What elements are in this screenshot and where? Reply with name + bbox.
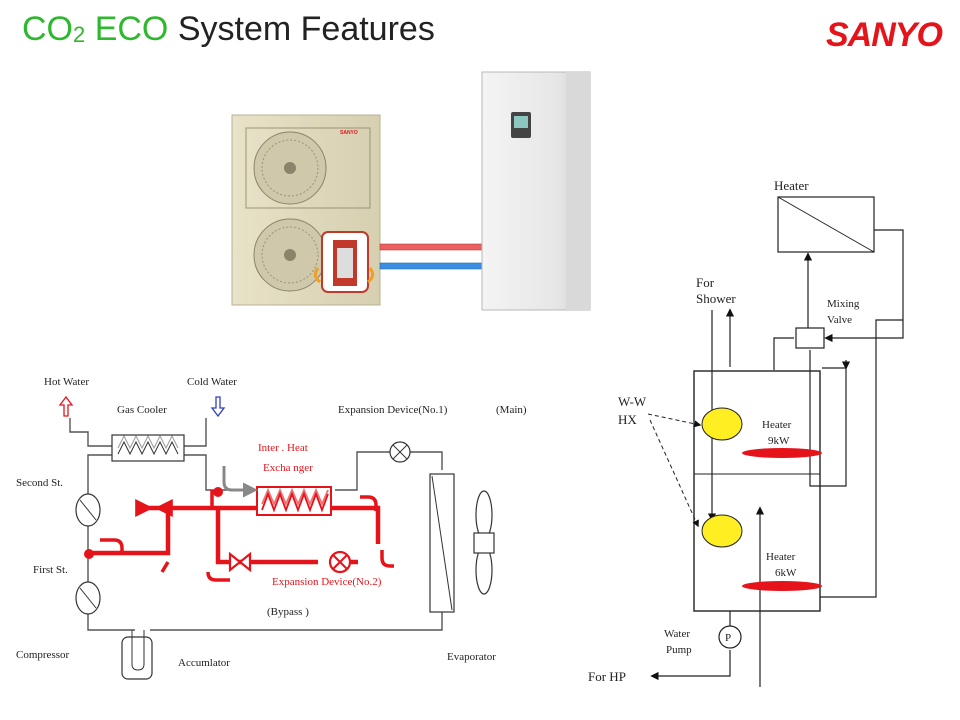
- evaporator-fan-icon: [473, 490, 495, 595]
- inter-heat-exchanger: [256, 486, 332, 516]
- label-first-stage: First St.: [33, 564, 68, 576]
- cold-pipe: [379, 262, 485, 270]
- heater-9kw-element: [742, 448, 822, 458]
- label-heater-top: Heater: [774, 178, 809, 193]
- second-stage-compressor: [75, 493, 101, 527]
- accumulator: [121, 630, 153, 680]
- bypass-valve: [228, 551, 252, 573]
- outdoor-unit: SANYO: [231, 114, 381, 306]
- tank-unit: [481, 71, 591, 311]
- label-evaporator: Evaporator: [447, 651, 496, 663]
- label-for-hp: For HP: [588, 669, 626, 684]
- label-heater-6kw-2: 6kW: [775, 567, 797, 579]
- label-water-pump-2: Pump: [666, 644, 692, 656]
- storage-tank: [693, 370, 821, 612]
- label-compressor: Compressor: [16, 649, 70, 661]
- hot-pipe: [379, 243, 485, 251]
- label-expansion-device-2: Expansion Device(No.2): [272, 576, 382, 588]
- bypass-circuit: [88, 490, 394, 582]
- tank-diagram: P Heater For Shower Mixing Valve W-W HX …: [588, 178, 904, 687]
- label-inter-heat-1: Inter . Heat: [258, 442, 308, 454]
- ihx-inlet-arrow-icon: [222, 466, 258, 498]
- page-title: CO2 ECO System Features: [22, 10, 435, 49]
- product-photo: SANYO: [231, 71, 591, 311]
- label-heater-6kw-1: Heater: [766, 551, 796, 563]
- label-mixing-1: Mixing: [827, 298, 860, 310]
- expansion-device-2: [328, 550, 352, 574]
- label-expansion-device-1: Expansion Device(No.1): [338, 404, 448, 416]
- title-features: System Features: [177, 10, 435, 48]
- label-hot-water: Hot Water: [44, 376, 89, 388]
- mixing-valve: [795, 327, 825, 349]
- title-eco: ECO: [94, 10, 169, 48]
- first-stage-compressor: [75, 581, 101, 615]
- label-water-pump-1: Water: [664, 628, 690, 640]
- pump-symbol: P: [725, 632, 731, 644]
- gas-cooler: [111, 434, 185, 462]
- label-for-shower-2: Shower: [696, 291, 736, 306]
- label-ww-hx-2: HX: [618, 412, 637, 427]
- label-second-stage: Second St.: [16, 477, 63, 489]
- water-pump: [718, 625, 742, 649]
- sanyo-logo: SANYO: [826, 16, 943, 54]
- label-cold-water: Cold Water: [187, 376, 237, 388]
- ww-hx-upper: [701, 407, 743, 441]
- outdoor-unit-brand: SANYO: [340, 130, 358, 136]
- label-heater-9kw-2: 9kW: [768, 435, 790, 447]
- title-subscript: 2: [73, 22, 86, 47]
- expansion-device-1: [389, 441, 411, 463]
- ww-hx-lower: [701, 514, 743, 548]
- cold-water-arrow-icon: [210, 396, 226, 418]
- label-main: (Main): [496, 404, 527, 416]
- heater-6kw-element: [742, 581, 822, 591]
- label-gas-cooler: Gas Cooler: [117, 404, 167, 416]
- hot-water-arrow-icon: [58, 395, 74, 417]
- label-heater-9kw-1: Heater: [762, 419, 792, 431]
- title-co: CO: [22, 10, 73, 48]
- label-ww-hx-1: W-W: [618, 394, 647, 409]
- label-for-shower-1: For: [696, 275, 715, 290]
- refrigerant-cycle: Hot Water Cold Water Gas Cooler Expansio…: [16, 376, 527, 680]
- label-bypass: (Bypass ): [267, 606, 309, 618]
- label-inter-heat-2: Excha nger: [263, 462, 313, 474]
- label-mixing-2: Valve: [827, 314, 852, 326]
- label-accumulator: Accumlator: [178, 657, 230, 669]
